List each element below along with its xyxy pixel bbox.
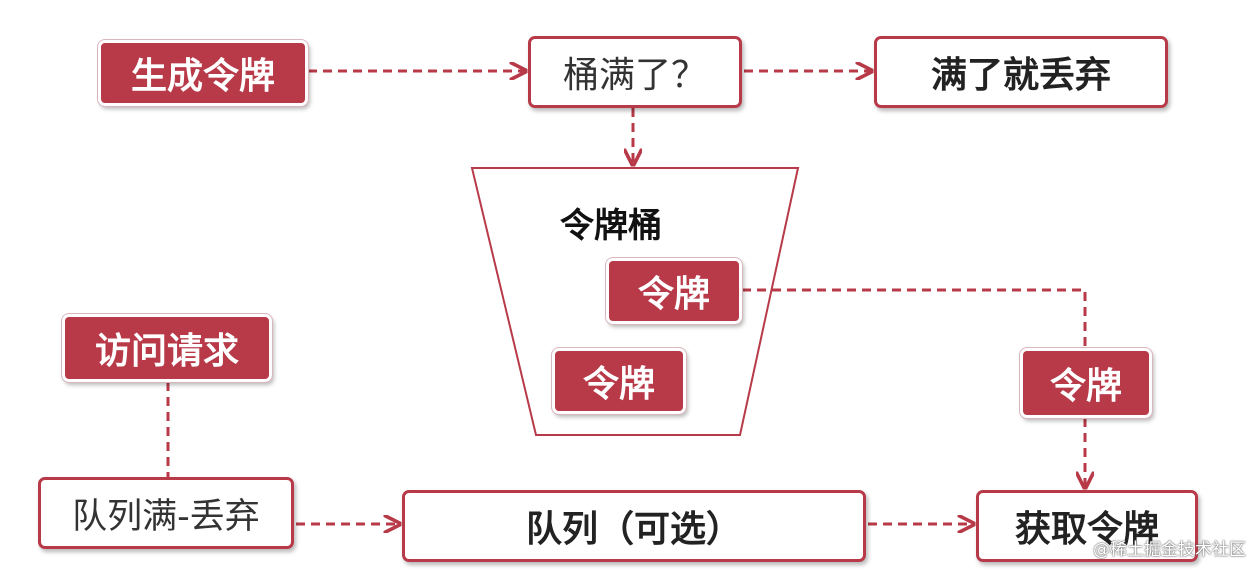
discard-when-full-box: 满了就丢弃 xyxy=(874,36,1168,108)
watermark-text: @稀土掘金技术社区 xyxy=(1093,540,1246,560)
queue-optional-box: 队列（可选） xyxy=(402,490,866,562)
token-bucket-label: 令牌桶 xyxy=(560,206,662,246)
token-in-bucket-1: 令牌 xyxy=(605,257,743,325)
queue-full-discard-box: 队列满-丢弃 xyxy=(38,477,294,549)
bucket-full-check-box: 桶满了？ xyxy=(528,36,742,108)
get-token-box: 获取令牌 xyxy=(976,490,1198,562)
arrow-bucket-token-to-getter xyxy=(742,288,1087,348)
token-in-bucket-2: 令牌 xyxy=(551,347,687,415)
access-request-box: 访问请求 xyxy=(61,313,273,383)
token-in-transit: 令牌 xyxy=(1019,347,1153,419)
generate-token-box: 生成令牌 xyxy=(97,39,309,107)
